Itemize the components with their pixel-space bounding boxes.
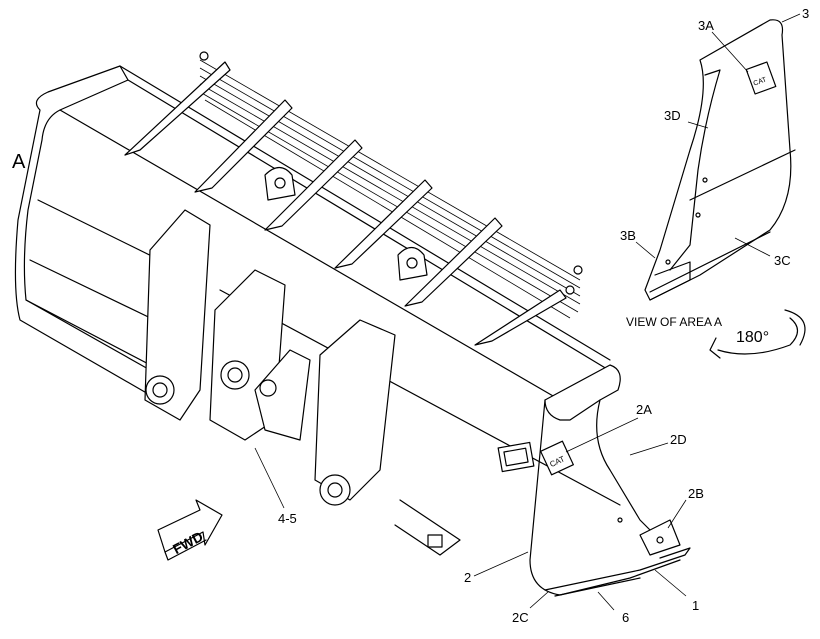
callout-4-5: 4-5: [278, 511, 297, 526]
callout-1: 1: [692, 598, 699, 613]
fwd-arrow: [157, 499, 223, 561]
callout-3d: 3D: [664, 108, 681, 123]
top-bars: [199, 51, 583, 319]
cutting-edge: [544, 517, 691, 597]
view-caption: VIEW OF AREA A: [626, 315, 722, 329]
rotation-arrow: [709, 309, 806, 359]
callout-3b: 3B: [620, 228, 636, 243]
bucket-body: [14, 65, 681, 596]
callout-2d: 2D: [670, 432, 687, 447]
logo-plates: CAT: [497, 440, 574, 476]
area-marker-label: A: [12, 151, 26, 173]
rotation-label: 180°: [736, 329, 769, 346]
lift-brackets: [144, 209, 461, 556]
ribs: [124, 61, 567, 346]
callout-2a: 2A: [636, 402, 652, 417]
callout-3: 3: [802, 6, 809, 21]
logo-plate-text-detail: CAT: [753, 76, 769, 87]
leader-lines: [254, 13, 801, 611]
callout-3a: 3A: [698, 18, 714, 33]
callout-3c: 3C: [774, 253, 791, 268]
callout-2: 2: [464, 570, 471, 585]
callout-6: 6: [622, 610, 629, 625]
detail-view-area-a: CAT: [644, 19, 796, 301]
callout-2b: 2B: [688, 486, 704, 501]
callout-2c: 2C: [512, 610, 529, 625]
